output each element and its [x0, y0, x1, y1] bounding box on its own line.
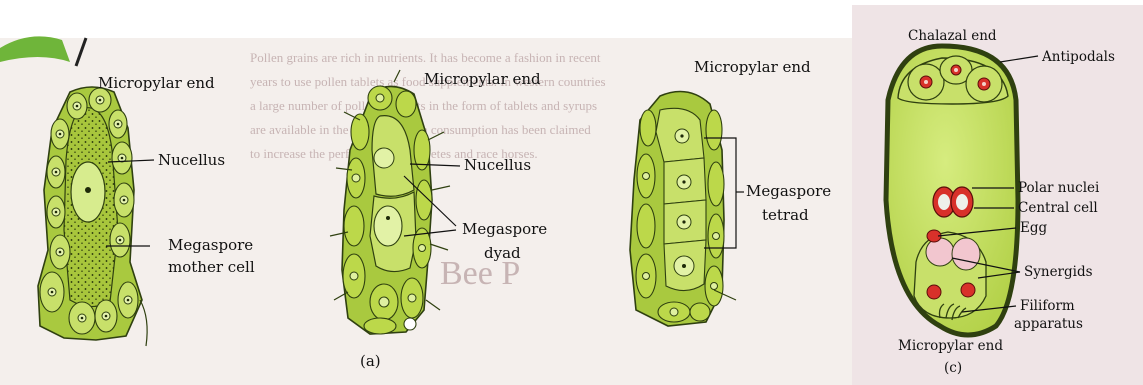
stage2-dyad-label-line1: Megaspore [462, 220, 547, 238]
filiform-label-line1: Filiform [1020, 298, 1075, 314]
stage1-mmc-nucleolus [85, 187, 91, 193]
stage2-dyad-label-line2: dyad [484, 244, 521, 262]
synergid-nucleus-left [927, 285, 941, 299]
stage3-tetrad-label-line1: Megaspore [746, 182, 831, 200]
polar-nuclei-label: Polar nuclei [1018, 180, 1100, 196]
panel-a-caption: (a) [360, 352, 381, 370]
chalazal-end-label: Chalazal end [908, 28, 997, 44]
stage1-mmc-label-line2: mother cell [168, 258, 255, 276]
bottom-micropylar-label: Micropylar end [898, 338, 1003, 354]
panel-c-caption: (c) [944, 360, 962, 376]
synergid-vacuole [952, 238, 980, 270]
stage2-dyad-nucleus [374, 206, 402, 246]
antipodals-label: Antipodals [1041, 49, 1115, 65]
stage2-micropylar-label: Micropylar end [424, 70, 541, 88]
filiform-label-line2: apparatus [1014, 316, 1083, 332]
stage1-mmc-label-line1: Megaspore [168, 236, 253, 254]
svg-text:a large number of pollen produ: a large number of pollen products in the… [250, 98, 597, 113]
svg-text:Pollen grains are rich in nutr: Pollen grains are rich in nutrients. It … [250, 50, 601, 65]
stage1-nucellus-label: Nucellus [158, 151, 225, 169]
synergids-label: Synergids [1024, 264, 1093, 280]
stage1-micropylar-label: Micropylar end [98, 74, 215, 92]
central-cell-label: Central cell [1018, 200, 1098, 216]
egg-label: Egg [1020, 220, 1047, 236]
stage2-nucellus-label: Nucellus [464, 156, 531, 174]
egg-vacuole [926, 238, 954, 266]
stage3-micropylar-label: Micropylar end [694, 58, 811, 76]
synergid-nucleus-right [961, 283, 975, 297]
stage3-tetrad-label-line2: tetrad [762, 206, 809, 224]
